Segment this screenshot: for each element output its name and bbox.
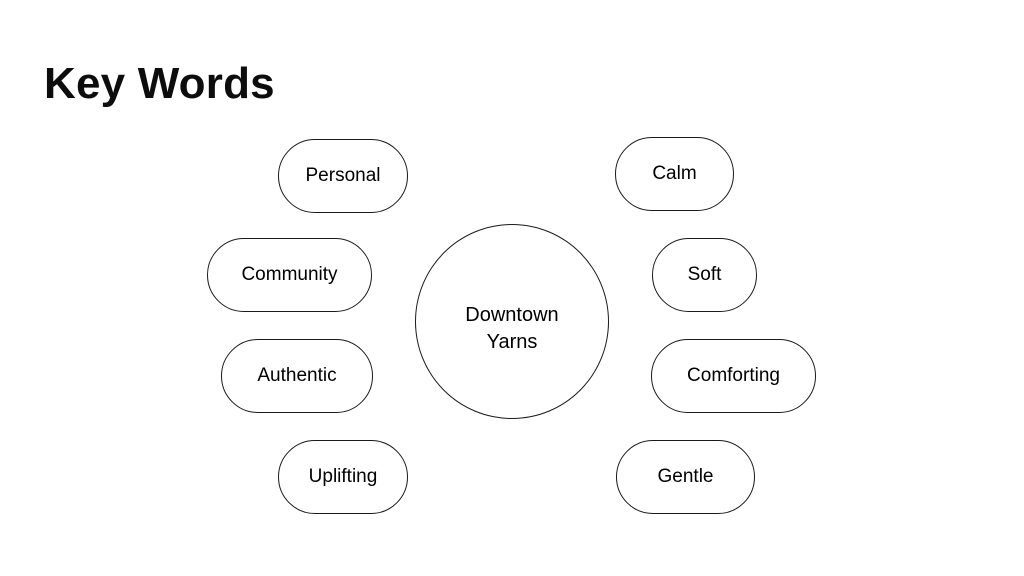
keyword-node-personal[interactable]: Personal <box>278 139 408 213</box>
keyword-node-uplifting[interactable]: Uplifting <box>278 440 408 514</box>
node-label: Calm <box>652 163 697 184</box>
keyword-node-authentic[interactable]: Authentic <box>221 339 373 413</box>
node-label: Authentic <box>257 365 337 386</box>
node-label: Community <box>241 264 338 285</box>
keyword-node-gentle[interactable]: Gentle <box>616 440 755 514</box>
keyword-node-calm[interactable]: Calm <box>615 137 734 211</box>
node-label: Gentle <box>657 466 714 487</box>
node-label: Comforting <box>687 365 780 386</box>
node-label: Downtown Yarns <box>465 303 559 353</box>
keyword-node-comforting[interactable]: Comforting <box>651 339 816 413</box>
page-title: Key Words <box>44 59 275 108</box>
node-label: Personal <box>305 165 381 186</box>
node-label: Uplifting <box>308 466 378 487</box>
keyword-node-soft[interactable]: Soft <box>652 238 757 312</box>
keyword-node-community[interactable]: Community <box>207 238 372 312</box>
node-label: Soft <box>687 264 722 285</box>
diagram-hub-node[interactable]: Downtown Yarns <box>415 224 609 419</box>
